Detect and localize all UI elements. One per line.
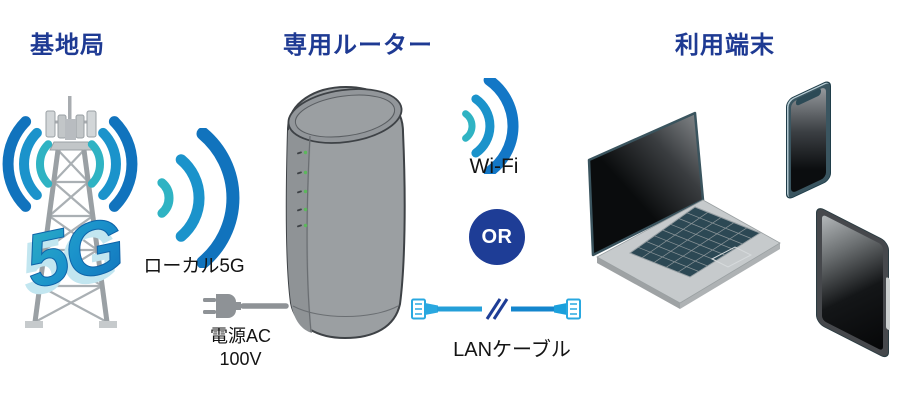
tower-waves-left-icon [2,116,53,212]
power-label-line2: 100V [219,348,262,369]
lan-cable-icon [411,298,581,320]
router-led-indicators [297,150,308,228]
wifi-label: Wi-Fi [469,155,519,178]
smartphone-body [786,79,831,201]
tablet-side-button [886,276,890,331]
local5g-signal-icon [157,128,240,268]
tablet-icon [816,205,890,361]
wifi-signal-icon [462,78,519,174]
power-label: 電源AC 100V [193,325,288,370]
router-title: 専用ルーター [283,32,433,59]
ac-power-plug-icon [203,294,289,318]
svg-text:5G: 5G [18,202,130,305]
svg-text:5G: 5G [13,210,125,313]
standing-router-icon [285,86,406,339]
laptop-keyboard [628,206,762,278]
or-badge: OR [469,209,525,265]
smartphone-icon [786,79,831,201]
tablet-body [816,205,890,361]
tower-mast [68,96,72,124]
5g-base-station-tower-icon: 5G 5G [2,96,138,328]
tablet-screen [822,214,883,352]
lan-cable-label: LANケーブル [453,339,571,361]
cable-break-slash [485,298,502,320]
cable-break-slash [492,298,509,320]
laptop-trackpad [710,246,753,268]
local5g-label: ローカル5G [143,256,245,277]
power-label-line1: 電源AC [209,326,271,346]
tower-lattice [34,149,108,323]
base-station-title: 基地局 [30,32,105,59]
tower-waves-right-icon [87,116,138,212]
devices-title: 利用端末 [675,32,775,59]
tower-5g-badge: 5G 5G [13,201,131,313]
laptop-icon [587,111,781,309]
